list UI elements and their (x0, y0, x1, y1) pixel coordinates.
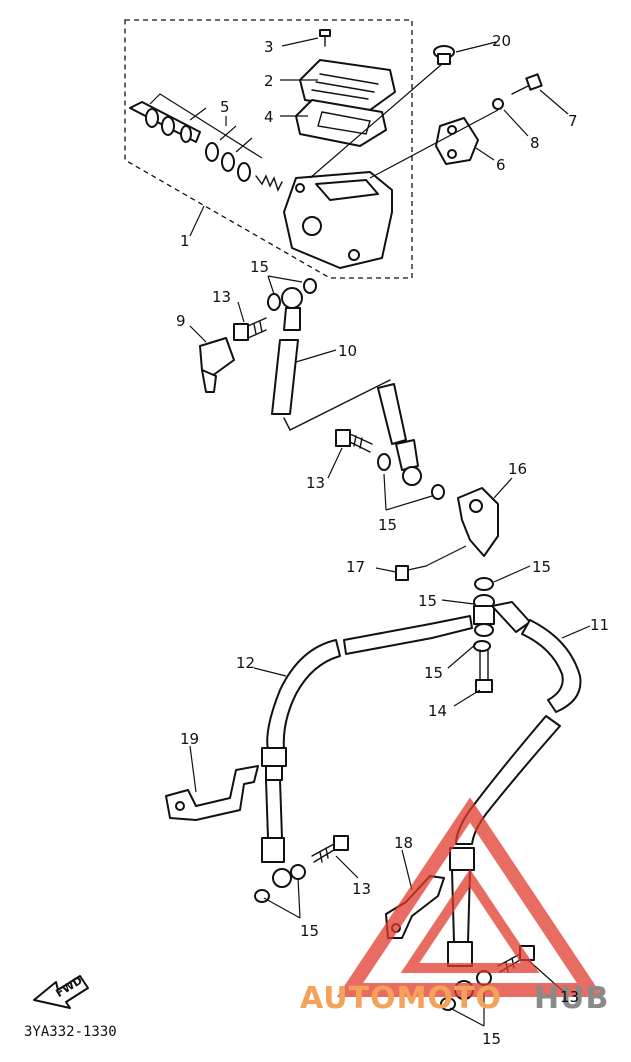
label-16: 16 (508, 460, 527, 478)
leader-lines (189, 37, 591, 1027)
label-6: 6 (496, 156, 506, 174)
label-19: 19 (180, 730, 199, 748)
label-14: 14 (428, 702, 447, 720)
hose-12 (261, 615, 473, 888)
union-and-washers (473, 577, 495, 652)
label-9: 9 (176, 312, 186, 330)
nut-8 (492, 98, 504, 110)
cap-20 (433, 45, 455, 65)
label-4: 4 (264, 108, 274, 126)
bolt-17 (395, 565, 427, 581)
diagram-code: 3YA332-1330 (24, 1024, 117, 1040)
hose-10-upper-fitting (271, 287, 303, 415)
joint-16 (457, 487, 499, 557)
bolt-14 (475, 649, 493, 693)
banjo-bolt-13-middle (335, 429, 373, 453)
fwd-arrow: FWD (33, 974, 89, 1009)
cap-screw (319, 29, 331, 47)
label-13c: 13 (352, 880, 371, 898)
part-labels: 1 2 3 4 5 6 7 8 9 10 11 12 13 13 13 13 1… (176, 32, 609, 1048)
watermark-text-prefix: AUTOMOTO (300, 981, 502, 1016)
assembly-boundary (124, 19, 413, 279)
label-18: 18 (394, 834, 413, 852)
cap-9 (199, 337, 235, 393)
watermark-text-suffix: HUB (534, 981, 609, 1016)
label-1: 1 (180, 232, 190, 250)
label-15d: 15 (418, 592, 437, 610)
label-15b: 15 (378, 516, 397, 534)
label-12: 12 (236, 654, 255, 672)
hose-10-lower-fitting (377, 383, 422, 486)
label-15a: 15 (250, 258, 269, 276)
label-17: 17 (346, 558, 365, 576)
hose-break-line (283, 379, 391, 431)
banjo-bolt-13-upper (233, 317, 267, 341)
watermark-logo (336, 797, 604, 997)
label-15c: 15 (532, 558, 551, 576)
label-15g: 15 (482, 1030, 501, 1048)
master-cylinder-body (283, 171, 393, 269)
label-3: 3 (264, 38, 274, 56)
bolt-7 (511, 73, 543, 95)
watermark-triangle-inner (400, 868, 540, 973)
label-13b: 13 (306, 474, 325, 492)
banjo-bolt-13-lower (311, 835, 349, 863)
washers-15-middle (377, 453, 445, 500)
label-7: 7 (568, 112, 578, 130)
hose-11 (447, 601, 582, 1000)
label-5: 5 (220, 98, 230, 116)
label-11: 11 (590, 616, 609, 634)
holder-6 (435, 117, 479, 165)
label-20: 20 (492, 32, 511, 50)
label-15e: 15 (424, 664, 443, 682)
label-2: 2 (264, 72, 274, 90)
label-15f: 15 (300, 922, 319, 940)
bracket-19 (165, 765, 259, 821)
label-13d: 13 (560, 988, 579, 1006)
label-8: 8 (530, 134, 540, 152)
watermark-triangle-outer (336, 797, 604, 997)
piston-kit (129, 93, 283, 192)
label-10: 10 (338, 342, 357, 360)
label-13a: 13 (212, 288, 231, 306)
